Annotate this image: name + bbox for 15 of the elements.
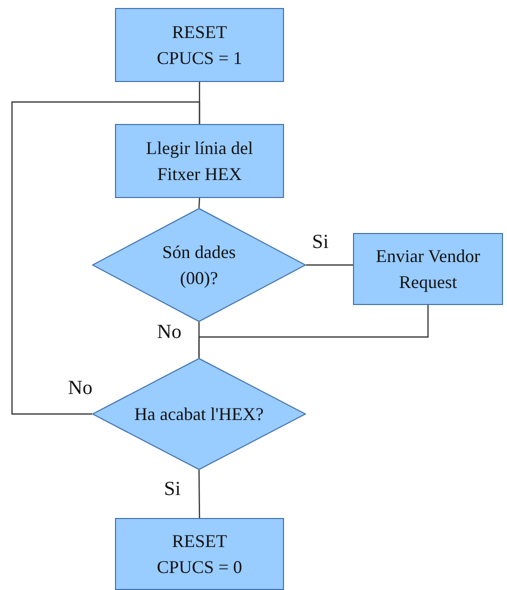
process-box	[115, 124, 284, 198]
process-box	[353, 233, 503, 305]
connector-line	[198, 322, 200, 358]
connector-line	[11, 101, 200, 415]
process-box	[115, 518, 284, 590]
node-text: Enviar Vendor Request	[374, 245, 482, 294]
node-text: Són dades (00)?	[161, 241, 237, 290]
node-text: RESET CPUCS = 0	[156, 530, 244, 579]
node-text: RESET CPUCS = 1	[156, 21, 244, 70]
process-box	[115, 8, 284, 82]
node-text: Ha acabat l'HEX?	[134, 403, 264, 426]
connector-line	[306, 264, 353, 266]
node-text: Llegir línia del Fitxer HEX	[145, 137, 254, 186]
connector-line	[198, 470, 200, 518]
connector-line	[198, 198, 200, 208]
